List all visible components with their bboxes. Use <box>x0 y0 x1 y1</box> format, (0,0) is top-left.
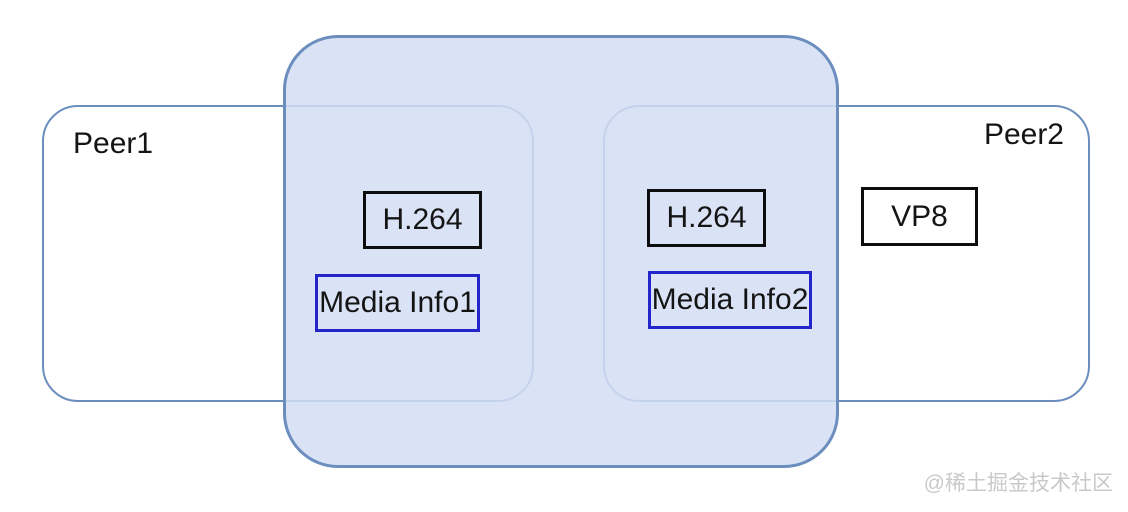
peer2-codec-vp8-box: VP8 <box>861 187 978 246</box>
peer2-codec-h264-box: H.264 <box>647 189 766 247</box>
peer2-label: Peer2 <box>983 118 1064 151</box>
common-capabilities-region <box>283 35 839 468</box>
peer1-label: Peer1 <box>73 127 154 160</box>
peer1-media-info-box: Media Info1 <box>315 274 480 332</box>
peer2-codec-vp8-label: VP8 <box>891 199 948 233</box>
juejin-community-watermark: @稀土掘金技术社区 <box>923 472 1113 495</box>
peer1-codec-h264-box: H.264 <box>363 191 482 249</box>
peer2-media-info-label: Media Info2 <box>651 283 809 316</box>
peer1-media-info-label: Media Info1 <box>319 286 476 319</box>
peer2-media-info-box: Media Info2 <box>648 271 812 329</box>
peer2-codec-h264-label: H.264 <box>666 201 747 234</box>
peer1-codec-h264-label: H.264 <box>382 203 463 236</box>
